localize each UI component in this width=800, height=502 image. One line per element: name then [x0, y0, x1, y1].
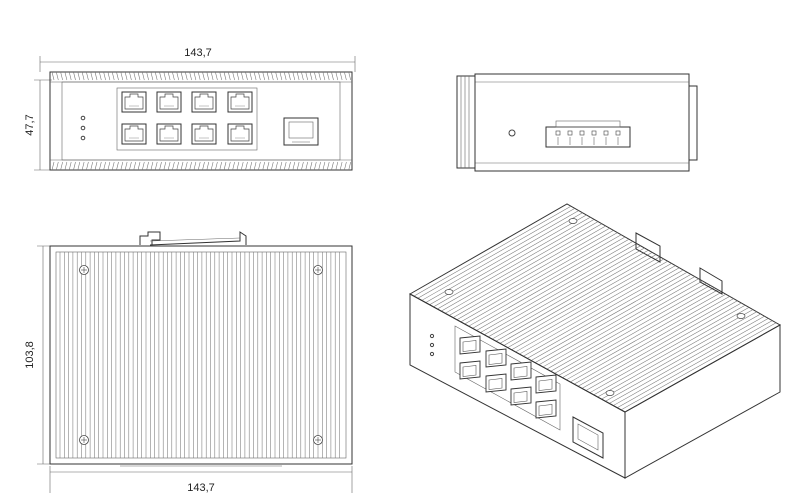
front-width-dimension: 143,7: [39, 47, 356, 72]
iso-sfp-port: [572, 416, 604, 459]
iso-heatsink-fins: [413, 205, 777, 411]
front-view: 143,7 47,7: [24, 47, 356, 171]
side-terminal-block: [545, 120, 631, 148]
side-view: [456, 73, 698, 172]
iso-din-clips: [635, 232, 723, 295]
front-status-leds: [80, 115, 86, 141]
top-width-dimension: 143,7: [49, 466, 353, 494]
front-height-dimension: 47,7: [24, 79, 52, 171]
top-height-label: 103,8: [24, 341, 36, 369]
top-view: 103,8 143,7: [24, 231, 353, 494]
front-width-label: 143,7: [184, 47, 212, 59]
front-sfp-port: [283, 117, 319, 146]
iso-screws: [444, 218, 746, 396]
iso-rj45-ports: [454, 325, 561, 431]
front-height-label: 47,7: [24, 114, 36, 135]
front-rj45-ports: [116, 87, 258, 151]
iso-status-leds: [429, 333, 435, 357]
top-height-dimension: 103,8: [24, 245, 56, 465]
side-din-clip: [456, 75, 476, 169]
front-fin-edge-bottom: [51, 161, 351, 171]
isometric-view: [408, 203, 782, 479]
front-fin-edge-top: [51, 71, 351, 81]
top-din-hook: [139, 231, 247, 246]
top-width-label: 143,7: [187, 482, 215, 494]
top-heatsink-fins: [59, 252, 340, 458]
